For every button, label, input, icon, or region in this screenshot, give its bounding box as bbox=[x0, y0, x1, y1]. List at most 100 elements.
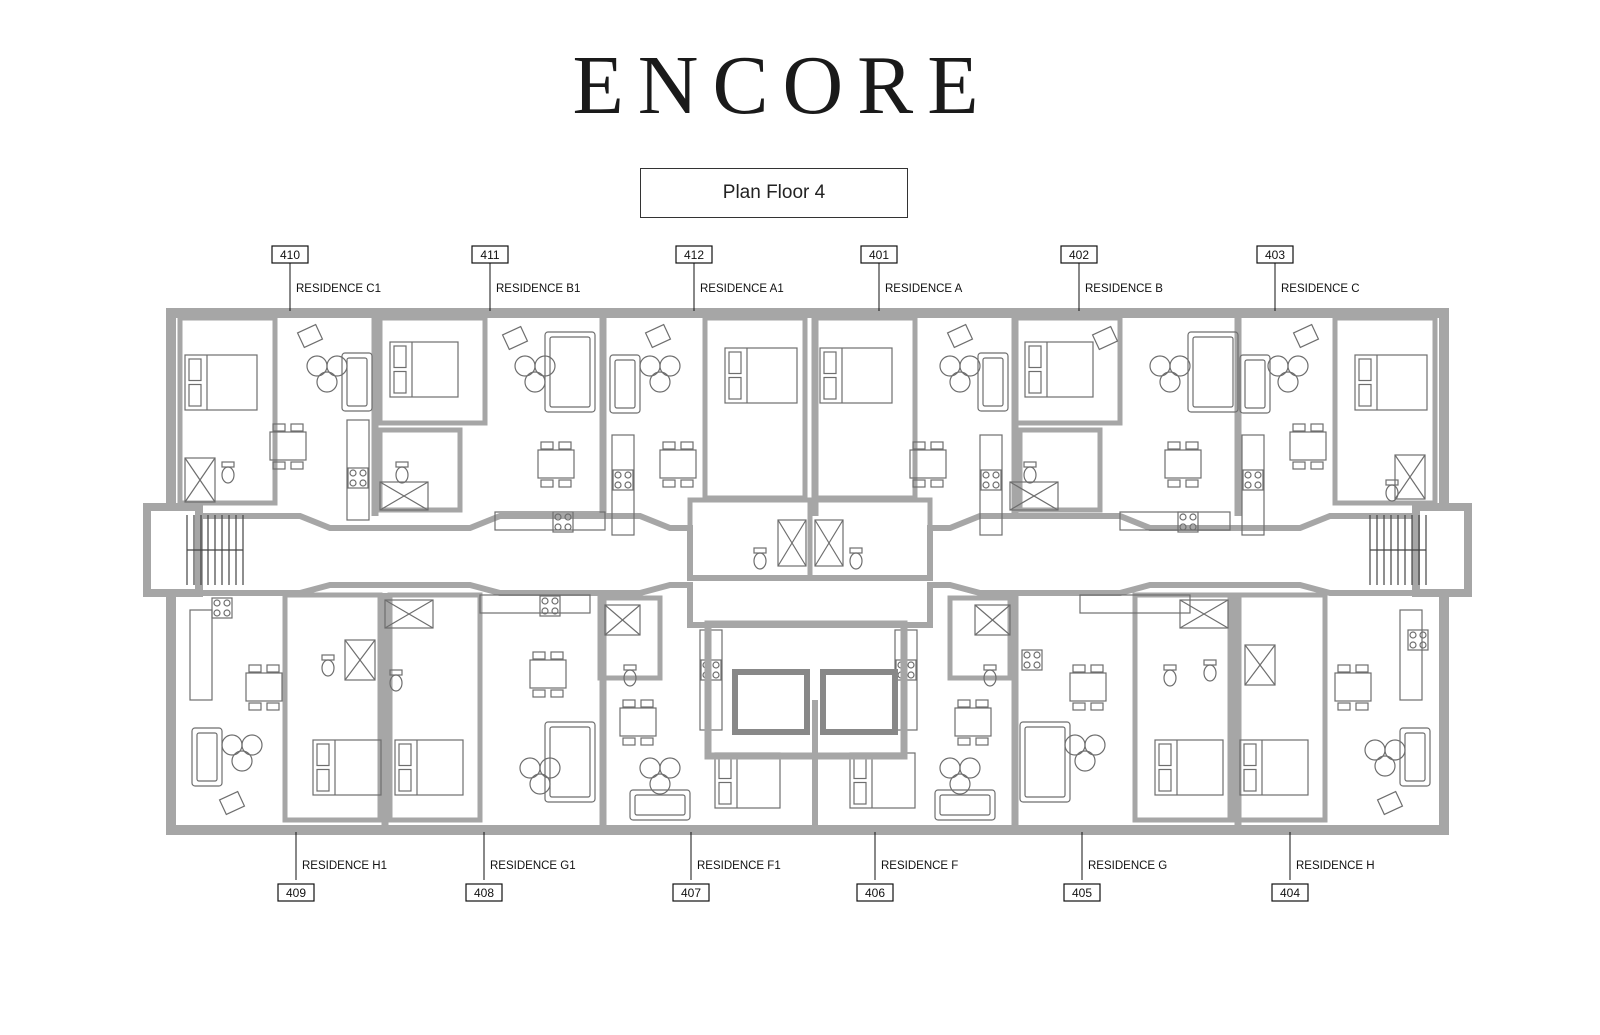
sofa bbox=[629, 789, 691, 821]
shower bbox=[1244, 644, 1276, 686]
round-tables bbox=[514, 355, 556, 393]
elevator-left bbox=[732, 669, 810, 735]
residence-label: RESIDENCE F1 bbox=[697, 860, 781, 872]
room-wall bbox=[1332, 315, 1438, 506]
toilet bbox=[389, 669, 403, 692]
lounge-chair bbox=[946, 323, 974, 349]
bed bbox=[849, 752, 916, 809]
dining-table bbox=[1164, 441, 1202, 488]
unit-label-bottom: RESIDENCE H1 409 bbox=[277, 832, 387, 902]
bed bbox=[184, 354, 258, 411]
unit-number: 408 bbox=[474, 886, 494, 900]
round-tables bbox=[1149, 355, 1191, 393]
lounge-chair bbox=[501, 325, 529, 351]
bed bbox=[389, 341, 459, 398]
unit-number: 409 bbox=[286, 886, 306, 900]
shower bbox=[974, 604, 1011, 636]
kitchen-counter bbox=[494, 511, 606, 531]
bed bbox=[394, 739, 464, 796]
shower bbox=[1179, 599, 1229, 629]
sofa bbox=[1187, 331, 1239, 413]
shower bbox=[384, 599, 434, 629]
dining-table bbox=[245, 664, 283, 711]
toilet bbox=[1163, 664, 1177, 687]
unit-number-box bbox=[856, 883, 894, 902]
shower bbox=[184, 457, 216, 503]
kitchen-counter bbox=[1079, 594, 1191, 614]
round-tables bbox=[1064, 734, 1106, 772]
room-wall bbox=[377, 427, 463, 513]
kitchen-counter bbox=[611, 434, 635, 536]
sofa bbox=[1239, 354, 1271, 414]
furniture-fixtures bbox=[184, 323, 1431, 821]
shower bbox=[379, 481, 429, 511]
sofa bbox=[609, 354, 641, 414]
dining-table bbox=[619, 699, 657, 746]
unit-number: 405 bbox=[1072, 886, 1092, 900]
unit-number: 407 bbox=[681, 886, 701, 900]
round-tables bbox=[306, 355, 348, 393]
room-wall bbox=[177, 315, 278, 506]
bed bbox=[1239, 739, 1309, 796]
kitchen-counter bbox=[346, 419, 370, 521]
sofa bbox=[191, 727, 223, 787]
room-wall bbox=[1232, 592, 1328, 823]
dining-table bbox=[537, 441, 575, 488]
unit-label-bottom: RESIDENCE F1 407 bbox=[672, 832, 781, 902]
room-wall bbox=[282, 592, 383, 823]
room-wall bbox=[1012, 315, 1123, 426]
cooktop bbox=[1177, 511, 1199, 533]
residence-label: RESIDENCE A1 bbox=[700, 283, 784, 295]
room-wall bbox=[1132, 592, 1233, 823]
shower bbox=[344, 639, 376, 681]
elevator-right bbox=[820, 669, 898, 735]
shower bbox=[814, 519, 844, 567]
residence-label: RESIDENCE B1 bbox=[496, 283, 580, 295]
toilet bbox=[1385, 479, 1399, 502]
residence-label: RESIDENCE G bbox=[1088, 860, 1167, 872]
round-tables bbox=[221, 734, 263, 772]
unit-number: 401 bbox=[869, 248, 889, 262]
kitchen-counter bbox=[479, 594, 591, 614]
dining-table bbox=[529, 651, 567, 698]
sofa bbox=[1019, 721, 1071, 803]
dining-table bbox=[659, 441, 697, 488]
room-wall bbox=[812, 315, 918, 501]
toilet bbox=[983, 664, 997, 687]
room-wall bbox=[597, 595, 663, 681]
residence-label: RESIDENCE H1 bbox=[302, 860, 387, 872]
cooktop bbox=[211, 597, 233, 619]
sofa bbox=[544, 331, 596, 413]
dining-table bbox=[909, 441, 947, 488]
stairs bbox=[186, 515, 1427, 585]
toilet bbox=[221, 461, 235, 484]
unit-label-bottom: RESIDENCE G1 408 bbox=[465, 832, 576, 902]
plan-title: Plan Floor 4 bbox=[640, 168, 908, 218]
unit-label-bottom: RESIDENCE G 405 bbox=[1063, 832, 1167, 902]
residence-label: RESIDENCE C bbox=[1281, 283, 1360, 295]
sofa bbox=[341, 352, 373, 412]
lounge-chair bbox=[1292, 323, 1320, 349]
lounge-chair bbox=[218, 790, 246, 816]
sofa bbox=[544, 721, 596, 803]
core-shell bbox=[704, 620, 908, 760]
unit-number: 410 bbox=[280, 248, 300, 262]
bed bbox=[724, 347, 798, 404]
unit-number: 404 bbox=[1280, 886, 1300, 900]
unit-number: 406 bbox=[865, 886, 885, 900]
residence-label: RESIDENCE G1 bbox=[490, 860, 576, 872]
round-tables bbox=[639, 355, 681, 393]
round-tables bbox=[639, 757, 681, 795]
lounge-chair bbox=[1091, 325, 1119, 351]
round-tables bbox=[939, 355, 981, 393]
bath-wall bbox=[807, 497, 933, 581]
partition-walls bbox=[177, 315, 1438, 825]
